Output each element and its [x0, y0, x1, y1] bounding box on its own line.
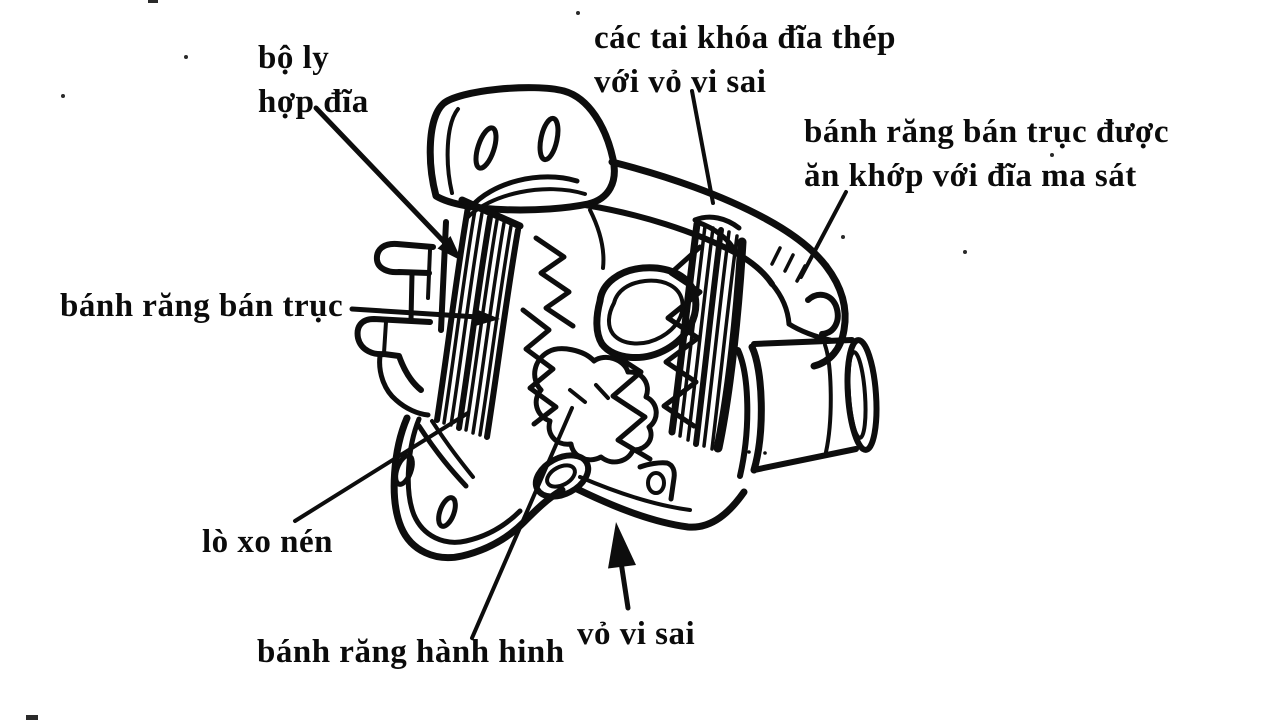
diff-case-arrowhead	[608, 522, 636, 569]
leader-side-gear	[349, 306, 481, 320]
leader-steel-disc-tabs	[690, 89, 715, 205]
planet-gear-cluster	[532, 346, 659, 465]
spider-window-outer	[593, 264, 700, 362]
spider-window-inner	[607, 278, 685, 346]
bottom-tab	[637, 460, 677, 502]
label-diff-case: vỏ vi sai	[577, 612, 695, 656]
right-gear-teeth	[661, 244, 703, 429]
leader-compression-spring	[293, 411, 470, 523]
label-clutch-pack-line1: bộ ly	[258, 40, 330, 76]
lower-right-teeth	[607, 349, 653, 462]
right-clutch-pack	[668, 214, 747, 453]
label-clutch-pack-line2: hợp đĩa	[258, 84, 369, 120]
leader-side-gear-arrowhead	[473, 308, 500, 327]
cross-shaft-bore	[545, 463, 577, 489]
left-gear-teeth	[520, 307, 559, 427]
label-clutch-pack: bộ ly hợp đĩa	[258, 36, 369, 124]
flange-slot-right	[537, 115, 561, 163]
callout-leaders	[293, 89, 848, 640]
left-mounting-lugs	[354, 219, 449, 418]
bottom-tab-hole	[646, 471, 666, 495]
label-diff-case-line1: vỏ vi sai	[577, 616, 696, 652]
diff-case-arrow-shaft	[618, 559, 631, 611]
label-side-gear-meshed-line2: ăn khớp với đĩa ma sát	[804, 158, 1137, 194]
scan-specks	[26, 0, 1054, 720]
leader-clutch-pack-arrowhead	[437, 236, 462, 261]
upper-gear-teeth	[533, 235, 576, 329]
flange-slot-left	[473, 125, 499, 171]
leader-side-gear-meshed	[799, 190, 848, 279]
belly-slot-upper	[393, 453, 415, 487]
label-steel-disc-tabs: các tai khóa đĩa thép với vỏ vi sai	[594, 16, 896, 104]
label-steel-disc-tabs-line1: các tai khóa đĩa thép	[594, 20, 897, 56]
hub-end-bore	[846, 350, 868, 440]
label-compression-spring: lò xo nén	[202, 520, 333, 564]
label-side-gear-meshed-line1: bánh răng bán trục được	[804, 114, 1169, 150]
label-planet-gear-line1: bánh răng hành hinh	[257, 634, 565, 670]
label-compression-spring-line1: lò xo nén	[202, 524, 334, 560]
center-gears	[520, 235, 703, 465]
belly-slot-lower	[436, 495, 458, 529]
label-side-gear-line1: bánh răng bán trục	[60, 288, 344, 324]
output-hub	[735, 291, 880, 479]
top-flange	[426, 84, 618, 214]
label-side-gear-meshed: bánh răng bán trục được ăn khớp với đĩa …	[804, 110, 1169, 198]
leader-planet-gear	[470, 406, 574, 640]
label-side-gear: bánh răng bán trục	[60, 284, 343, 328]
label-planet-gear: bánh răng hành hinh	[257, 630, 565, 674]
case-belly	[390, 414, 748, 562]
label-steel-disc-tabs-line2: với vỏ vi sai	[594, 64, 767, 100]
leader-clutch-pack	[313, 105, 451, 249]
